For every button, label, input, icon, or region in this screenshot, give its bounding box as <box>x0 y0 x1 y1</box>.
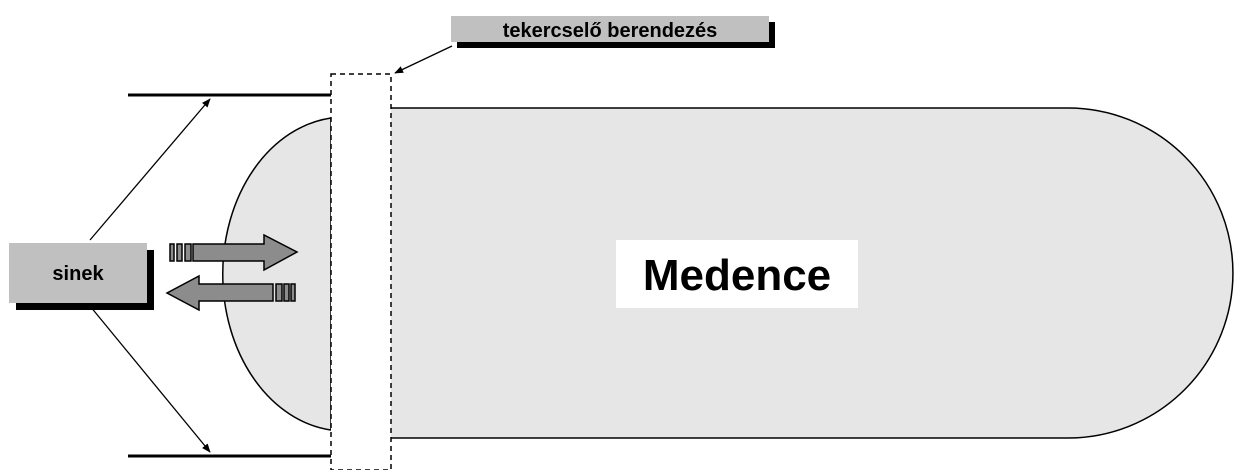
rails-pointer-bottom <box>89 305 211 453</box>
arrow-right-icon <box>169 233 299 272</box>
winder-label: tekercselő berendezés <box>503 20 718 42</box>
pool-label: Medence <box>643 251 831 300</box>
rails-label: sinek <box>52 263 104 285</box>
winder-outline <box>330 73 392 470</box>
winder-label-box: tekercselő berendezés <box>451 16 775 48</box>
rails-label-box: sinek <box>9 243 154 310</box>
winder-pointer <box>394 45 453 74</box>
pool-left-end <box>221 117 332 431</box>
pool-label-box: Medence <box>616 240 858 308</box>
arrow-left-icon <box>165 274 296 312</box>
rails-pointer-top <box>89 98 211 241</box>
